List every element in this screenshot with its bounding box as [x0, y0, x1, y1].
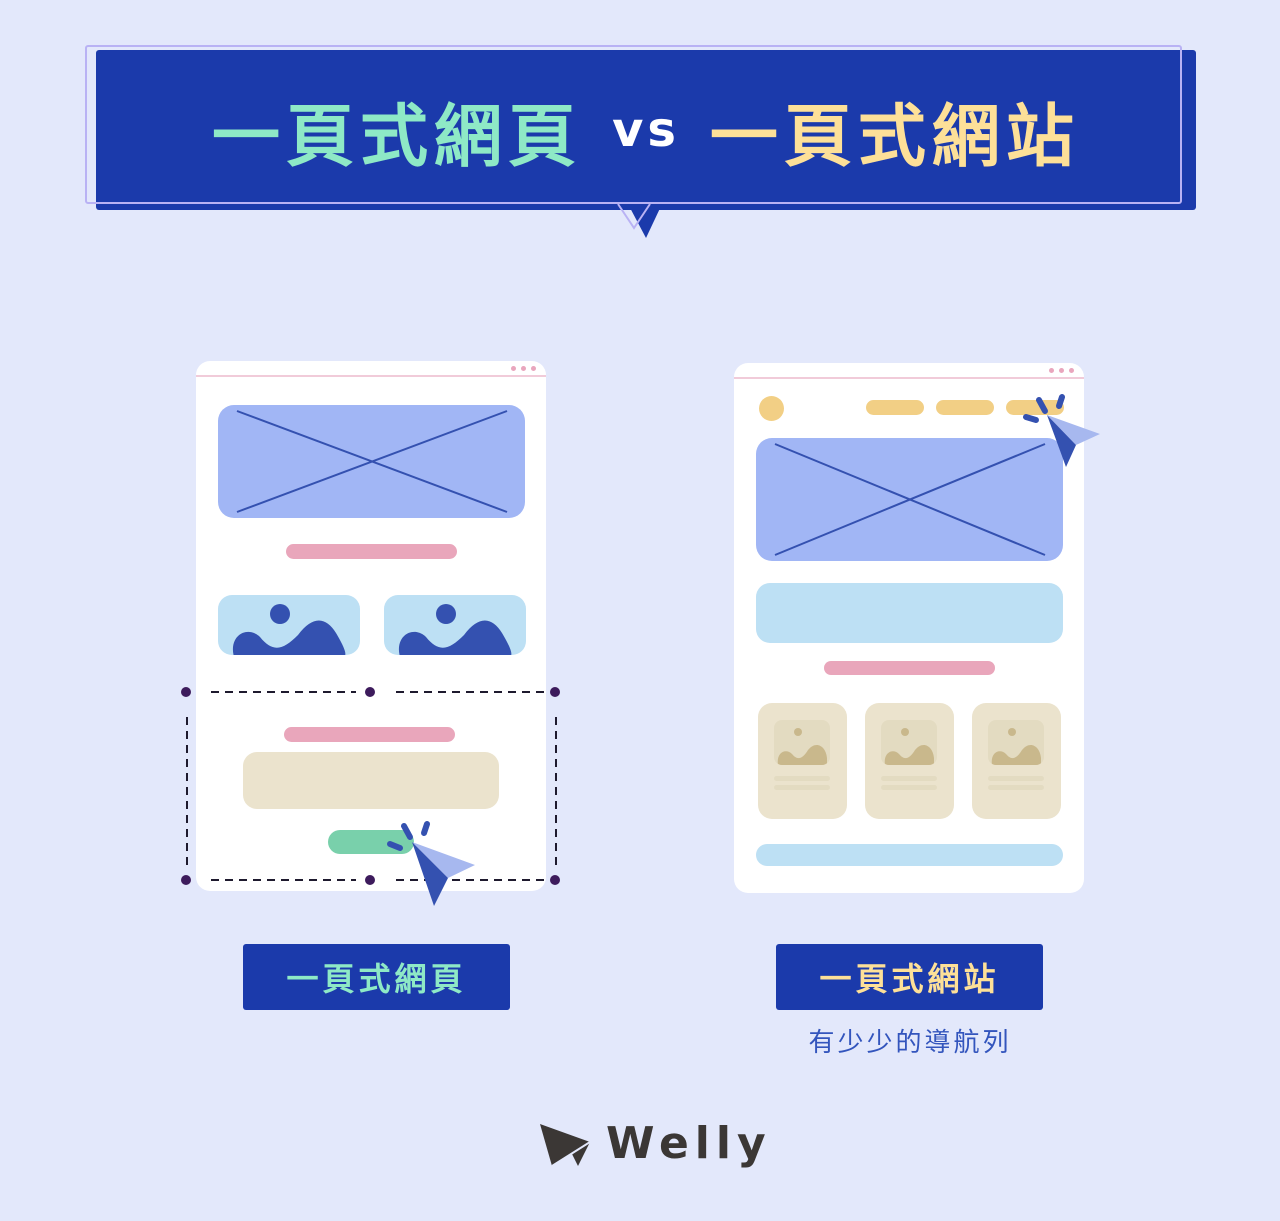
section-heading-bar [284, 727, 455, 742]
text-line [881, 785, 937, 790]
footer-bar [756, 844, 1063, 866]
landing-page-wireframe [196, 361, 546, 891]
placeholder-x-icon [774, 443, 1046, 556]
product-image-icon [988, 720, 1044, 765]
product-card[interactable] [758, 703, 847, 819]
text-line [881, 776, 937, 781]
selection-box [181, 687, 560, 885]
browser-bar [196, 375, 546, 377]
website-wireframe [734, 363, 1084, 893]
product-image-icon [774, 720, 830, 765]
title-vs: vs [612, 102, 680, 158]
image-icon [398, 604, 512, 655]
nav-item[interactable] [1006, 400, 1064, 415]
browser-bar [734, 377, 1084, 379]
banner-pointer [617, 203, 662, 238]
hero-image-placeholder [218, 405, 525, 518]
product-card[interactable] [865, 703, 954, 819]
text-line [774, 776, 830, 781]
label-website: 一頁式網站 [776, 944, 1043, 1010]
image-tile [384, 595, 526, 655]
brand-name: Welly [606, 1118, 772, 1169]
form-block [243, 752, 499, 809]
brand-logo: Welly [540, 1118, 772, 1169]
nav-logo [759, 396, 784, 421]
banner-block [756, 583, 1063, 643]
nav-item[interactable] [866, 400, 924, 415]
product-card[interactable] [972, 703, 1061, 819]
window-dots-icon [1049, 368, 1074, 373]
website-caption: 有少少的導航列 [808, 1028, 1012, 1058]
text-line [774, 785, 830, 790]
image-tile [218, 595, 360, 655]
product-image-icon [881, 720, 937, 765]
window-dots-icon [511, 366, 536, 371]
title-banner [96, 50, 1196, 210]
cursor-click-icon [387, 821, 475, 906]
label-landing-page: 一頁式網頁 [243, 944, 510, 1010]
hero-image-placeholder [756, 438, 1063, 561]
placeholder-x-icon [236, 410, 508, 513]
banner-outline [85, 45, 1182, 204]
title-right: 一頁式網站 [709, 97, 1080, 177]
text-line [988, 776, 1044, 781]
label-text: 一頁式網頁 [286, 960, 467, 998]
image-icon [232, 604, 346, 655]
heading-bar [286, 544, 457, 559]
section-heading-bar [824, 661, 995, 675]
cursor-click-icon [1023, 394, 1100, 467]
label-text: 一頁式網站 [819, 960, 1000, 998]
title-left: 一頁式網頁 [212, 97, 583, 177]
page-title: 一頁式網頁 vs 一頁式網站 [96, 80, 1196, 180]
paper-plane-icon [540, 1123, 591, 1167]
nav-item[interactable] [936, 400, 994, 415]
text-line [988, 785, 1044, 790]
